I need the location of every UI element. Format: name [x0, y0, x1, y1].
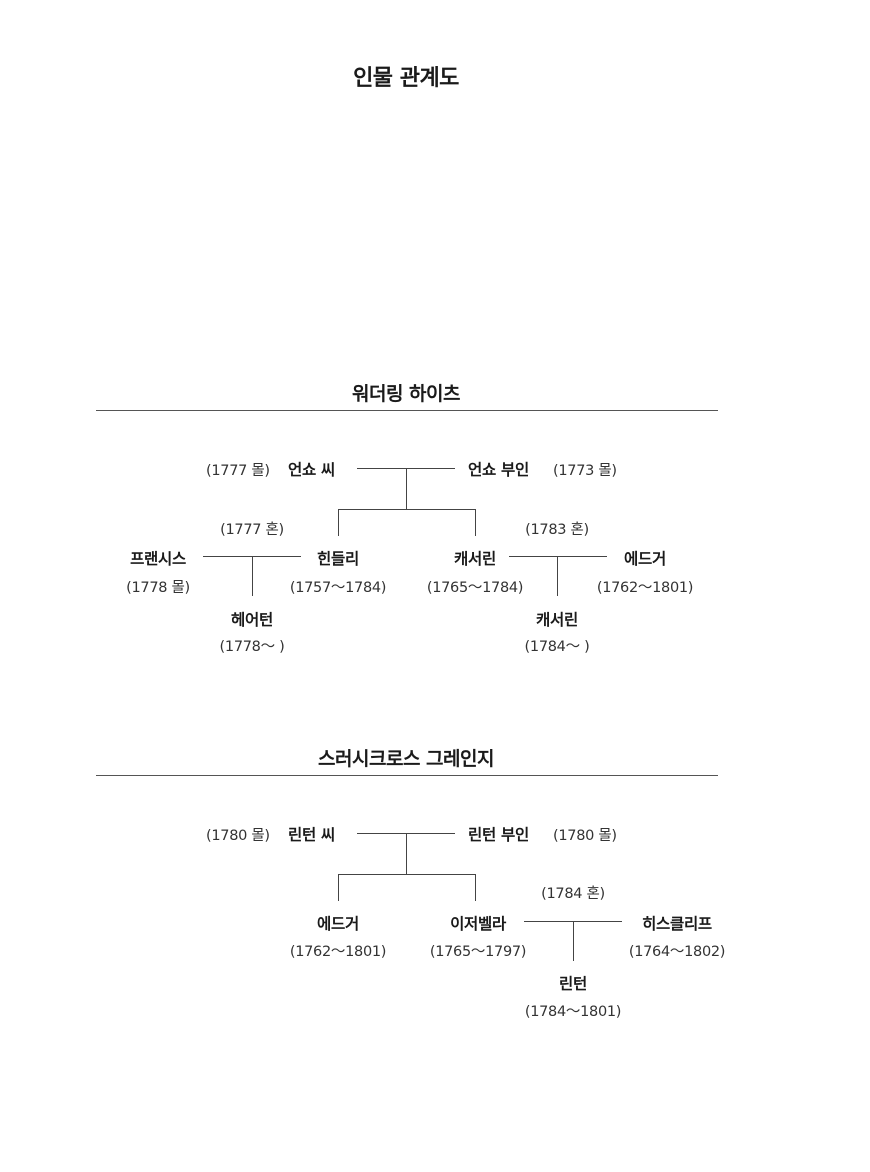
- linton-mrs-death: (1780 몰): [553, 828, 617, 844]
- page-title: 인물 관계도: [353, 66, 459, 91]
- linton-children-bar: [338, 874, 476, 875]
- earnshaw-sr-name: 언쇼 씨: [288, 461, 335, 479]
- thrushcross-grange-heading: 스러시크로스 그레인지: [318, 748, 494, 770]
- frances-death: (1778 몰): [126, 580, 190, 596]
- hindley-years: (1757～1784): [289, 580, 387, 596]
- branch-to-linton: [573, 921, 574, 961]
- branch-to-isabella: [475, 874, 476, 901]
- edgar-linton-years: (1762～1801): [289, 944, 387, 960]
- isabella-name: 이저벨라: [450, 915, 506, 933]
- heathcliff-years: (1764～1802): [628, 944, 726, 960]
- earnshaw-mrs-death: (1773 몰): [553, 463, 617, 479]
- linton-name: 린턴: [559, 975, 587, 993]
- linton-sr-death: (1780 몰): [206, 828, 270, 844]
- catherine-jr-name: 캐서린: [536, 611, 578, 629]
- hareton-name: 헤어턴: [231, 611, 273, 629]
- linton-sr-name: 린턴 씨: [288, 826, 335, 844]
- linton-mrs-name: 린턴 부인: [468, 826, 529, 844]
- branch-to-catherine-jr: [557, 556, 558, 596]
- branch-to-hareton: [252, 556, 253, 596]
- thrushcross-grange-rule: [96, 775, 718, 776]
- catherine-marriage-year: (1783 혼): [525, 522, 589, 538]
- catherine-edgar-marriage-line: [509, 556, 607, 557]
- edgar-years: (1762～1801): [596, 580, 694, 596]
- hindley-marriage-year: (1777 혼): [220, 522, 284, 538]
- earnshaw-children-stem: [406, 468, 407, 509]
- heathcliff-name: 히스클리프: [642, 915, 712, 933]
- branch-to-edgar: [338, 874, 339, 901]
- earnshaw-children-bar: [338, 509, 476, 510]
- catherine-jr-years: (1784～ ): [524, 639, 590, 655]
- edgar-linton-name: 에드거: [317, 915, 359, 933]
- linton-children-stem: [406, 833, 407, 874]
- wuthering-heights-rule: [96, 410, 718, 411]
- catherine-years: (1765～1784): [426, 580, 524, 596]
- isabella-years: (1765～1797): [429, 944, 527, 960]
- wuthering-heights-heading: 워더링 하이츠: [352, 383, 461, 405]
- hindley-name: 힌들리: [317, 550, 359, 568]
- edgar-name: 에드거: [624, 550, 666, 568]
- hareton-years: (1778～ ): [219, 639, 285, 655]
- frances-name: 프랜시스: [130, 550, 186, 568]
- linton-years: (1784～1801): [524, 1004, 622, 1020]
- earnshaw-mrs-name: 언쇼 부인: [468, 461, 529, 479]
- isabella-marriage-year: (1784 혼): [541, 886, 605, 902]
- catherine-name: 캐서린: [454, 550, 496, 568]
- branch-to-catherine: [475, 509, 476, 536]
- branch-to-hindley: [338, 509, 339, 536]
- earnshaw-sr-death: (1777 몰): [206, 463, 270, 479]
